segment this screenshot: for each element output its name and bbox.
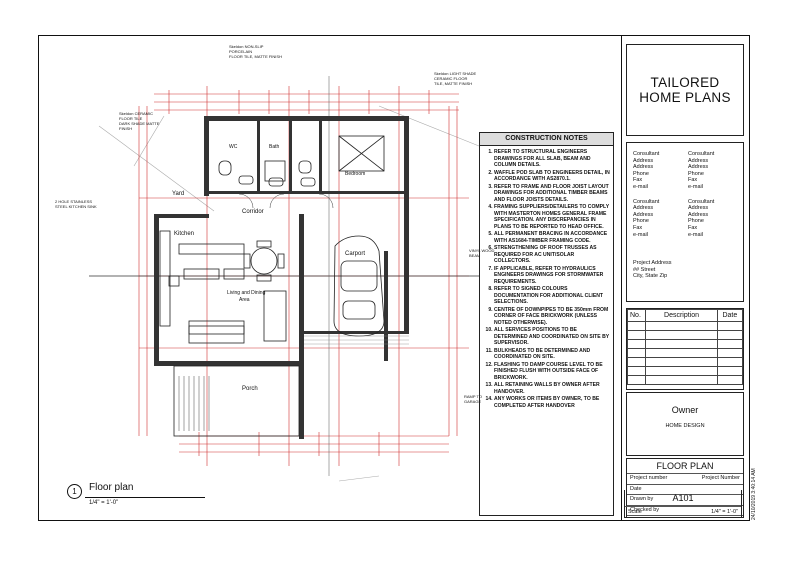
- owner-box: Owner HOME DESIGN: [626, 392, 744, 456]
- room-label-carport: Carport: [345, 251, 366, 257]
- checked-by-row: Checked by: [627, 506, 743, 516]
- owner-name: Owner: [671, 405, 699, 415]
- project-address-label: Project Address: [633, 260, 672, 267]
- construction-notes-title: CONSTRUCTION NOTES: [480, 133, 613, 146]
- note-item: STRENGTHENING OF ROOF TRUSSES AS REQUIRE…: [494, 245, 611, 265]
- project-address-street: ## Street: [633, 266, 656, 273]
- date-row: Date: [627, 485, 743, 495]
- view-number: 1: [67, 484, 82, 499]
- sheet-number-box: A101 Scale 1/4" = 1'-0": [624, 490, 742, 518]
- note-item: REFER TO SIGNED COLOURS DOCUMENTATION FO…: [494, 286, 611, 306]
- note-item: IF APPLICABLE, REFER TO HYDRAULICS ENGIN…: [494, 266, 611, 286]
- note-item: ALL SERVICES POSITIONS TO BE DETERMINED …: [494, 327, 611, 347]
- rev-col-date: Date: [716, 309, 744, 322]
- annotation-tile3c: DARK SHADE MATTE: [119, 121, 160, 126]
- note-item: ALL RETAINING WALLS BY OWNER AFTER HANDO…: [494, 382, 611, 395]
- company-name-line1: TAILORED: [650, 75, 720, 90]
- drawn-by-row: Drawn by: [627, 495, 743, 506]
- annotation-woodb: BEAM: [469, 253, 481, 258]
- drawing-sheet: Yard Kitchen Corridor Living and Dining …: [38, 35, 750, 521]
- room-label-yard: Yard: [172, 191, 185, 197]
- project-address-city: City, State Zip: [633, 273, 668, 280]
- note-item: WAFFLE POD SLAB TO ENGINEERS DETAIL, IN …: [494, 170, 611, 183]
- scale-row: Scale 1/4" = 1'-0": [628, 509, 738, 515]
- annotation-tile3b: FLOOR TILE: [119, 116, 143, 121]
- room-label-corridor: Corridor: [242, 209, 264, 215]
- annotation-ramp: RAMP TO: [464, 394, 483, 399]
- annotation-rampb: GARAGE: [464, 399, 482, 404]
- room-label-bath: Bath: [269, 144, 280, 150]
- room-label-bedroom: Bedroom: [345, 171, 366, 177]
- sheet-number: A101: [625, 490, 741, 507]
- room-label-living-area: Area: [239, 297, 250, 303]
- annotation-tile1b: PORCELAIN: [229, 49, 253, 54]
- note-item: REFER TO STRUCTURAL ENGINEERS DRAWINGS F…: [494, 149, 611, 169]
- annotation-tile1c: FLOOR TILE, MATTE FINISH: [229, 54, 282, 59]
- project-address: Project Address ## Street City, State Zi…: [633, 260, 737, 280]
- annotation-tile2: Skeldon LIGHT SHADE: [434, 71, 477, 76]
- room-label-kitchen: Kitchen: [174, 231, 195, 237]
- annotation-sink: 2 HOLE STAINLESS: [55, 199, 93, 204]
- annotation-tile2b: CERAMIC FLOOR: [434, 76, 468, 81]
- project-number-row: Project number Project Number: [627, 474, 743, 485]
- note-item: CENTRE OF DOWNPIPES TO BE 350mm FROM COR…: [494, 307, 611, 327]
- sheet-title: FLOOR PLAN: [627, 459, 743, 474]
- company-name-box: TAILORED HOME PLANS: [626, 44, 744, 136]
- note-item: ALL PERMANENT BRACING IN ACCORDANCE WITH…: [494, 231, 611, 244]
- room-label-wc: WC: [229, 144, 238, 150]
- annotation-tile1: Skeldon NON-SLIP: [229, 44, 264, 49]
- revision-table: No. Description Date: [626, 308, 744, 390]
- annotation-tile3: Skeldon CERAMIC: [119, 111, 154, 116]
- floor-plan-drawing: Yard Kitchen Corridor Living and Dining …: [39, 36, 619, 520]
- note-item: BULKHEADS TO BE DETERMINED AND COORDINAT…: [494, 348, 611, 361]
- note-item: ANY WORKS OR ITEMS BY OWNER, TO BE COMPL…: [494, 396, 611, 409]
- note-item: FRAMING SUPPLIERS/DETAILERS TO COMPLY WI…: [494, 204, 611, 230]
- owner-design: HOME DESIGN: [665, 423, 705, 429]
- construction-notes: CONSTRUCTION NOTES REFER TO STRUCTURAL E…: [479, 132, 614, 516]
- rev-col-desc: Description: [645, 309, 718, 322]
- company-name-line2: HOME PLANS: [639, 90, 731, 105]
- print-timestamp: 24/10/2019 3:40:14 AM: [751, 468, 757, 520]
- room-label-living: Living and Dining: [227, 290, 266, 296]
- note-item: REFER TO FRAME AND FLOOR JOIST LAYOUT DR…: [494, 184, 611, 204]
- annotation-sinkb: STEEL KITCHEN SINK: [55, 204, 97, 209]
- view-title-underline: [85, 497, 205, 498]
- note-item: FLASHING TO DAMP COURSE LEVEL TO BE FINI…: [494, 362, 611, 382]
- annotation-wood: VINYL WOOD: [469, 248, 495, 253]
- annotation-tile3d: FINISH: [119, 126, 133, 131]
- view-scale: 1/4" = 1'-0": [89, 500, 119, 506]
- floor-plan-svg: [89, 76, 480, 482]
- room-label-porch: Porch: [242, 386, 258, 392]
- view-name: Floor plan: [89, 482, 134, 493]
- rev-col-no: No.: [626, 309, 647, 322]
- annotation-tile2c: TILE, MATTE FINISH: [434, 81, 473, 86]
